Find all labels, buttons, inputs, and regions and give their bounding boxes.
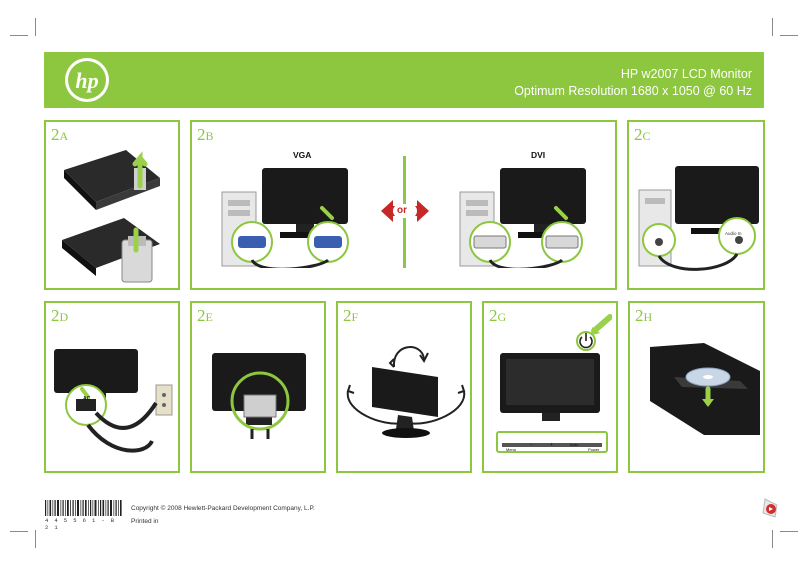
optimum-resolution: Optimum Resolution 1680 x 1050 @ 60 Hz bbox=[514, 84, 752, 98]
monitor-base-illustration bbox=[62, 150, 160, 283]
panel-2e: 2E bbox=[190, 301, 326, 473]
menu-button-label: Menu bbox=[506, 447, 517, 452]
step-label-2a: 2A bbox=[51, 125, 69, 144]
barcode-number: 4 4 5 5 6 1 - B 2 1 bbox=[45, 517, 116, 531]
install-disc-illustration bbox=[650, 343, 760, 435]
cable-management-illustration bbox=[212, 353, 306, 439]
crop-mark bbox=[772, 18, 773, 36]
svg-text:hp: hp bbox=[75, 68, 98, 93]
panel-2a: 2A bbox=[44, 120, 180, 290]
panel-2c: 2C Audio In bbox=[627, 120, 765, 290]
crop-mark bbox=[780, 35, 798, 36]
ac-label: AC bbox=[83, 396, 91, 402]
front-button-bar bbox=[496, 431, 608, 453]
crop-mark bbox=[772, 530, 773, 548]
barcode-icon bbox=[45, 500, 122, 516]
crop-mark bbox=[35, 530, 36, 548]
vga-connection-illustration bbox=[221, 168, 349, 268]
audio-in-label: Audio In bbox=[725, 231, 742, 236]
header-banner bbox=[44, 52, 764, 108]
step-label-2h: 2H bbox=[635, 306, 653, 325]
crop-mark bbox=[10, 35, 28, 36]
vga-label: VGA bbox=[293, 150, 312, 160]
step-label-2f: 2F bbox=[343, 306, 359, 325]
step-label-2d: 2D bbox=[51, 306, 69, 325]
panel-2g: 2G Menu − + Auto Power bbox=[482, 301, 618, 473]
printed-in-text: Printed in bbox=[131, 518, 159, 525]
minus-button-label: − bbox=[530, 442, 533, 448]
step-label-2e: 2E bbox=[197, 306, 213, 325]
hp-logo-icon: hp bbox=[65, 58, 109, 102]
plus-button-label: + bbox=[550, 442, 553, 448]
step-label-2b: 2B bbox=[197, 125, 214, 144]
product-title: HP w2007 LCD Monitor Optimum Resolution … bbox=[514, 66, 752, 100]
copyright-block: Copyright © 2008 Hewlett-Packard Develop… bbox=[131, 502, 315, 528]
crop-mark bbox=[780, 531, 798, 532]
or-arrow-icon bbox=[381, 200, 429, 222]
power-on-illustration bbox=[500, 314, 612, 421]
crop-mark bbox=[35, 18, 36, 36]
product-name: HP w2007 LCD Monitor bbox=[620, 67, 752, 81]
dvi-label: DVI bbox=[531, 150, 546, 160]
recycle-icon bbox=[762, 498, 778, 518]
crop-mark bbox=[10, 531, 28, 532]
panel-2d: 2D AC bbox=[44, 301, 180, 473]
copyright-text: Copyright © 2008 Hewlett-Packard Develop… bbox=[131, 505, 315, 512]
panel-2h: 2H bbox=[628, 301, 765, 473]
power-cable-illustration bbox=[54, 349, 173, 453]
power-button-label: Power bbox=[588, 447, 600, 452]
panel-2f: 2F bbox=[336, 301, 472, 473]
monitor-adjust-illustration bbox=[346, 346, 466, 438]
step-label-2c: 2C bbox=[634, 125, 651, 144]
auto-button-label: Auto bbox=[570, 442, 579, 447]
step-label-2g: 2G bbox=[489, 306, 507, 325]
audio-connection-illustration bbox=[638, 166, 759, 271]
or-label: or bbox=[397, 205, 407, 216]
dvi-connection-illustration bbox=[459, 168, 586, 268]
